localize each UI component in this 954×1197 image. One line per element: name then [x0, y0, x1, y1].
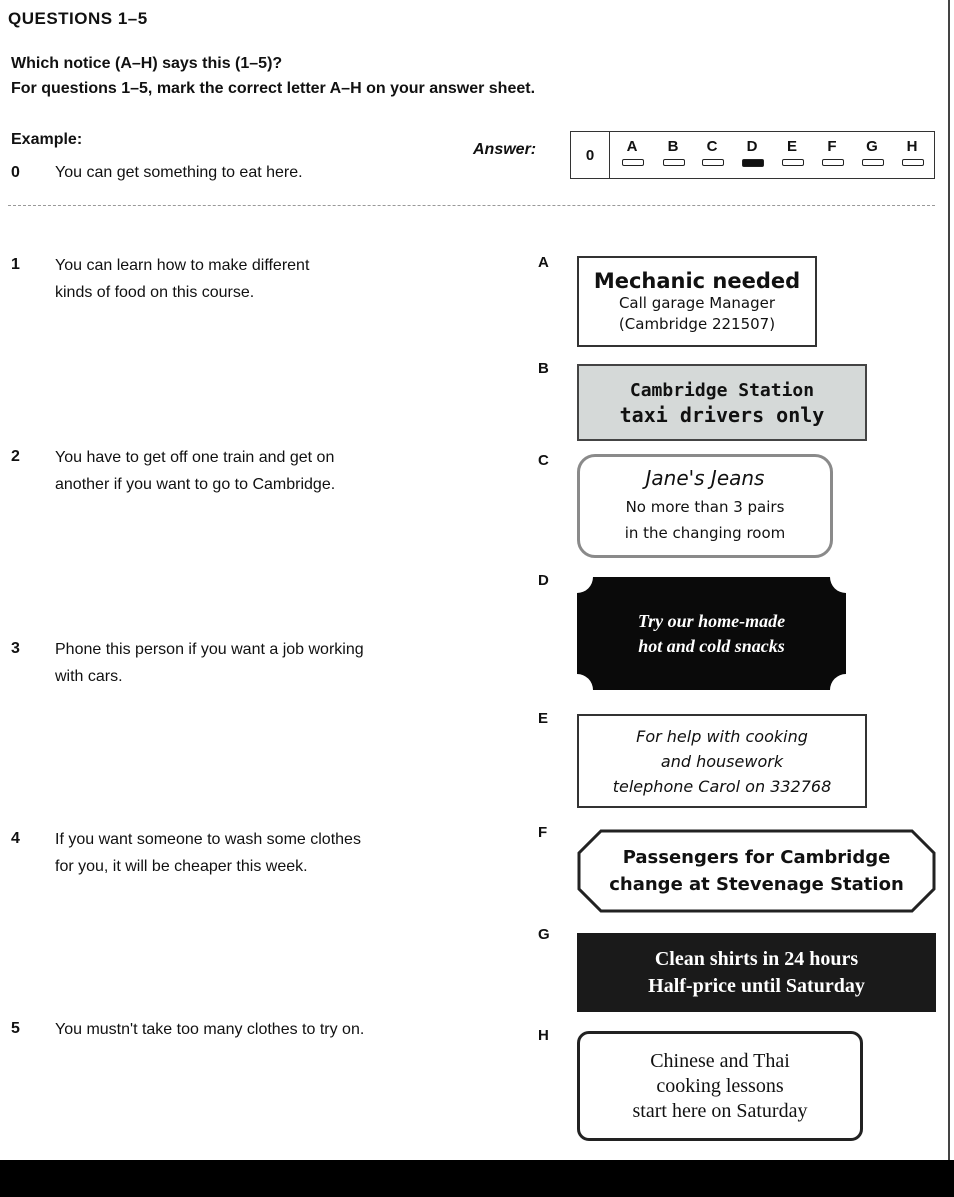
page-title: QUESTIONS 1–5 — [8, 9, 148, 28]
example-answer-box: 0 A B C D E F G H — [570, 131, 935, 179]
notice-b-letter: B — [538, 360, 549, 377]
notice-e-line-1: For help with cooking — [636, 726, 808, 746]
notice-a-line-2: Call garage Manager — [618, 293, 776, 312]
answer-option-f: F — [827, 138, 837, 155]
instruction-line-1: Which notice (A–H) says this (1–5)? — [11, 55, 283, 72]
example-number: 0 — [11, 164, 20, 181]
bottom-bar — [0, 1160, 954, 1197]
answer-bubble-f — [822, 159, 844, 166]
question-4-number: 4 — [11, 830, 20, 847]
answer-label: Answer: — [473, 141, 537, 158]
notice-f-frame — [577, 829, 936, 913]
example-text: You can get something to eat here. — [55, 164, 303, 181]
notice-a-line-3: (Cambridge 221507) — [618, 314, 776, 333]
question-3-line-1: Phone this person if you want a job work… — [55, 641, 364, 658]
notice-e-line-3: telephone Carol on 332768 — [612, 776, 832, 796]
notice-a-line-1: Mechanic needed — [593, 268, 801, 293]
answer-option-h: H — [906, 138, 918, 155]
answer-option-g: G — [866, 138, 878, 155]
answer-bubble-g — [862, 159, 884, 166]
answer-box-number: 0 — [571, 132, 610, 178]
notice-f-line-1: Passengers for Cambridge — [622, 847, 891, 868]
question-5-number: 5 — [11, 1020, 20, 1037]
answer-bubble-h — [902, 159, 924, 166]
instruction-line-2: For questions 1–5, mark the correct lett… — [11, 80, 536, 97]
question-1-line-1: You can learn how to make different — [55, 257, 310, 274]
notice-b: Cambridge Station taxi drivers only — [577, 364, 867, 441]
notice-d-frame — [577, 577, 846, 690]
notice-c-line-3: in the changing room — [624, 524, 786, 542]
answer-option-a: A — [626, 138, 638, 155]
notice-a: Mechanic needed Call garage Manager (Cam… — [577, 256, 817, 347]
answer-bubble-e — [782, 159, 804, 166]
question-2-line-1: You have to get off one train and get on — [55, 449, 335, 466]
question-1-text: You can learn how to make different kind… — [55, 252, 495, 306]
example-divider — [8, 205, 935, 206]
notice-g-line-2: Half-price until Saturday — [648, 974, 865, 997]
notice-b-line-1: Cambridge Station — [629, 379, 815, 401]
page-edge-line — [948, 0, 950, 1160]
notice-d-letter: D — [538, 572, 549, 589]
question-3-line-2: with cars. — [55, 668, 123, 685]
notice-f: Passengers for Cambridge change at Steve… — [577, 829, 936, 913]
question-2-text: You have to get off one train and get on… — [55, 444, 495, 498]
question-2-number: 2 — [11, 448, 20, 465]
notice-b-line-2: taxi drivers only — [619, 402, 825, 427]
notice-h-line-1: Chinese and Thai — [650, 1049, 790, 1072]
answer-bubble-d-filled — [742, 159, 764, 167]
notice-d-line-1: Try our home-made — [637, 610, 786, 631]
question-4-line-2: for you, it will be cheaper this week. — [55, 858, 308, 875]
answer-option-c: C — [706, 138, 718, 155]
question-5-line-1: You mustn't take too many clothes to try… — [55, 1021, 365, 1038]
answer-bubble-a — [622, 159, 644, 166]
notice-g-line-1: Clean shirts in 24 hours — [654, 947, 859, 970]
notice-a-letter: A — [538, 254, 549, 271]
question-5-text: You mustn't take too many clothes to try… — [55, 1016, 495, 1043]
notice-c: Jane's Jeans No more than 3 pairs in the… — [577, 454, 833, 558]
question-1-number: 1 — [11, 256, 20, 273]
notice-f-line-2: change at Stevenage Station — [609, 874, 904, 895]
notice-h-line-2: cooking lessons — [656, 1074, 784, 1097]
notice-c-line-2: No more than 3 pairs — [625, 498, 785, 516]
notice-f-letter: F — [538, 824, 548, 841]
answer-option-d: D — [746, 138, 758, 155]
notice-d: Try our home-made hot and cold snacks — [577, 577, 846, 690]
question-4-line-1: If you want someone to wash some clothes — [55, 831, 361, 848]
notice-c-letter: C — [538, 452, 549, 469]
notice-e-letter: E — [538, 710, 549, 727]
notice-c-line-1: Jane's Jeans — [645, 466, 765, 490]
notice-g-letter: G — [538, 926, 550, 943]
question-4-text: If you want someone to wash some clothes… — [55, 826, 495, 880]
notice-h-letter: H — [538, 1027, 549, 1044]
question-2-line-2: another if you want to go to Cambridge. — [55, 476, 336, 493]
answer-option-b: B — [667, 138, 679, 155]
notice-d-line-2: hot and cold snacks — [638, 635, 785, 656]
answer-bubble-c — [702, 159, 724, 166]
question-3-text: Phone this person if you want a job work… — [55, 636, 495, 690]
notice-g: Clean shirts in 24 hours Half-price unti… — [577, 933, 936, 1012]
answer-option-e: E — [786, 138, 797, 155]
notice-e-line-2: and housework — [660, 751, 784, 771]
notice-h-line-3: start here on Saturday — [632, 1099, 808, 1122]
answer-bubble-b — [663, 159, 685, 166]
notice-e: For help with cooking and housework tele… — [577, 714, 867, 808]
example-label: Example: — [11, 131, 83, 148]
question-3-number: 3 — [11, 640, 20, 657]
question-1-line-2: kinds of food on this course. — [55, 284, 255, 301]
notice-h: Chinese and Thai cooking lessons start h… — [577, 1031, 863, 1141]
